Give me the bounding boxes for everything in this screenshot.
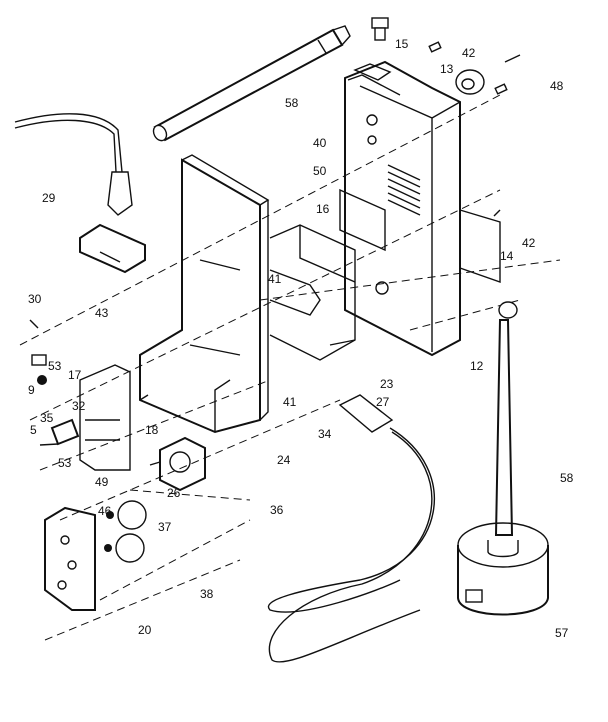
label-37: 37 bbox=[158, 520, 172, 534]
label-12: 12 bbox=[470, 359, 484, 373]
label-35: 35 bbox=[40, 411, 54, 425]
label-15: 15 bbox=[395, 37, 409, 51]
coax-cable bbox=[267, 394, 435, 663]
plate-14 bbox=[459, 209, 501, 283]
label-48: 48 bbox=[550, 79, 564, 93]
label-50: 50 bbox=[313, 164, 327, 178]
label-30: 30 bbox=[28, 292, 42, 306]
label-53-upper: 53 bbox=[48, 359, 62, 373]
label-9: 9 bbox=[28, 383, 35, 397]
label-41-lower: 41 bbox=[283, 395, 297, 409]
relay-26 bbox=[149, 436, 206, 492]
label-5: 5 bbox=[30, 423, 37, 437]
label-49: 49 bbox=[95, 475, 109, 489]
bracket-23 bbox=[269, 224, 356, 361]
base-antenna bbox=[457, 301, 549, 616]
label-26: 26 bbox=[167, 486, 181, 500]
label-32: 32 bbox=[72, 399, 86, 413]
label-24: 24 bbox=[277, 453, 291, 467]
top-cable bbox=[14, 113, 133, 216]
label-18: 18 bbox=[145, 423, 159, 437]
label-40: 40 bbox=[313, 136, 327, 150]
leader-lines bbox=[19, 94, 561, 641]
speaker-13 bbox=[428, 41, 521, 95]
label-57: 57 bbox=[555, 626, 569, 640]
label-17: 17 bbox=[68, 368, 82, 382]
chassis-frame bbox=[139, 154, 270, 434]
label-58-right: 58 bbox=[560, 471, 574, 485]
label-29: 29 bbox=[42, 191, 56, 205]
label-41-upper: 41 bbox=[268, 272, 282, 286]
label-36: 36 bbox=[270, 503, 284, 517]
label-46: 46 bbox=[98, 504, 112, 518]
screw-15 bbox=[371, 17, 389, 41]
label-16: 16 bbox=[316, 202, 330, 216]
speaker-grille bbox=[387, 164, 421, 216]
label-43: 43 bbox=[95, 306, 109, 320]
lower-bracket-20 bbox=[44, 500, 147, 611]
label-20: 20 bbox=[138, 623, 152, 637]
label-13: 13 bbox=[440, 62, 454, 76]
label-58-top: 58 bbox=[285, 96, 299, 110]
label-14: 14 bbox=[500, 249, 514, 263]
label-42-top: 42 bbox=[462, 46, 476, 60]
label-34: 34 bbox=[318, 427, 332, 441]
label-38: 38 bbox=[200, 587, 214, 601]
label-23: 23 bbox=[380, 377, 394, 391]
left-brackets bbox=[29, 319, 131, 471]
connector-29 bbox=[79, 223, 146, 274]
label-27: 27 bbox=[376, 395, 390, 409]
antenna-rod bbox=[152, 25, 351, 142]
main-housing bbox=[339, 60, 461, 357]
label-53-lower: 53 bbox=[58, 456, 72, 470]
label-42-right: 42 bbox=[522, 236, 536, 250]
